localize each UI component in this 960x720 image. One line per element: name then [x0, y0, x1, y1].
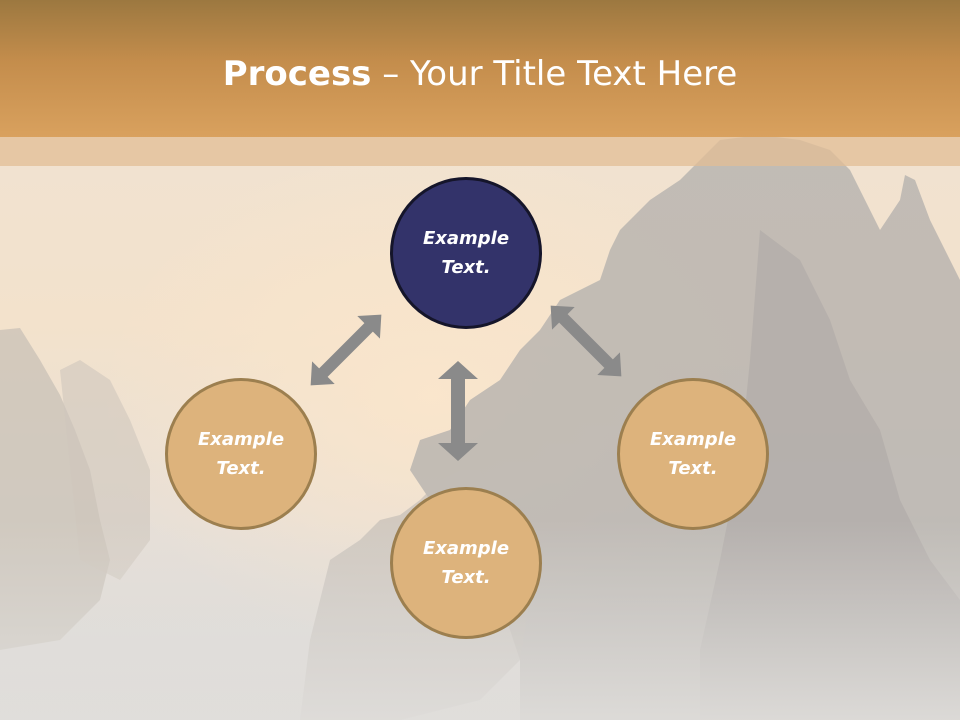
- node-bottom-line1: Example: [422, 538, 510, 559]
- title-banner: [0, 0, 960, 137]
- node-center-line2: Text.: [441, 257, 491, 278]
- node-bottom-line2: Text.: [441, 567, 491, 588]
- slide-title: Process – Your Title Text Here: [0, 52, 960, 96]
- node-right-line1: Example: [649, 429, 737, 450]
- arrow-top-right: [550, 305, 622, 377]
- node-left-line2: Text.: [216, 458, 266, 479]
- title-banner-strip: [0, 137, 960, 166]
- arrow-top-left: [310, 314, 382, 386]
- arrow-top-bottom: [438, 361, 478, 461]
- slide-title-rest: – Your Title Text Here: [371, 54, 738, 94]
- node-left-line1: Example: [197, 429, 285, 450]
- slide-title-bold: Process: [222, 54, 372, 94]
- node-right-line2: Text.: [668, 458, 718, 479]
- node-center-line1: Example: [422, 228, 510, 249]
